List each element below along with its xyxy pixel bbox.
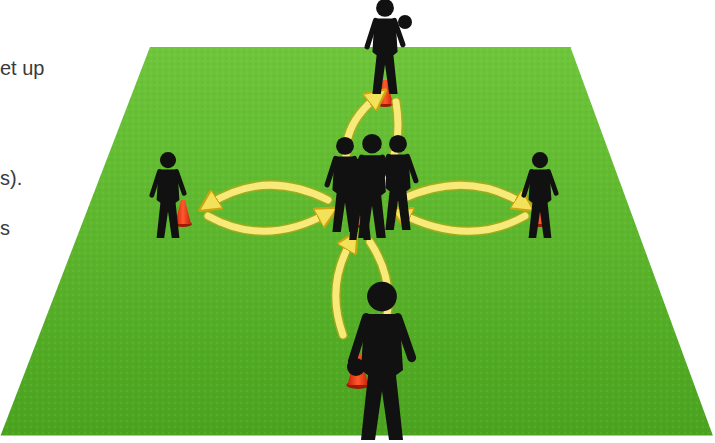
movement-arrows bbox=[208, 96, 525, 345]
grass-field bbox=[0, 47, 715, 437]
pitch bbox=[0, 47, 715, 437]
ball bbox=[347, 358, 365, 376]
player-silhouette bbox=[367, 0, 403, 94]
grass-texture bbox=[0, 47, 715, 437]
slide-text-fragment: et up bbox=[0, 56, 44, 80]
field-edge bbox=[0, 47, 715, 437]
arrow-body bbox=[208, 96, 525, 345]
player-silhouette bbox=[152, 152, 184, 238]
slide-text-fragment: s). bbox=[0, 166, 22, 190]
player-silhouette bbox=[524, 152, 556, 238]
arrow-outline bbox=[208, 96, 525, 345]
player-silhouette bbox=[345, 159, 376, 240]
slide-text-fragment: s bbox=[0, 216, 10, 240]
ball bbox=[398, 15, 412, 29]
player-silhouette bbox=[380, 135, 416, 230]
players bbox=[152, 0, 556, 440]
